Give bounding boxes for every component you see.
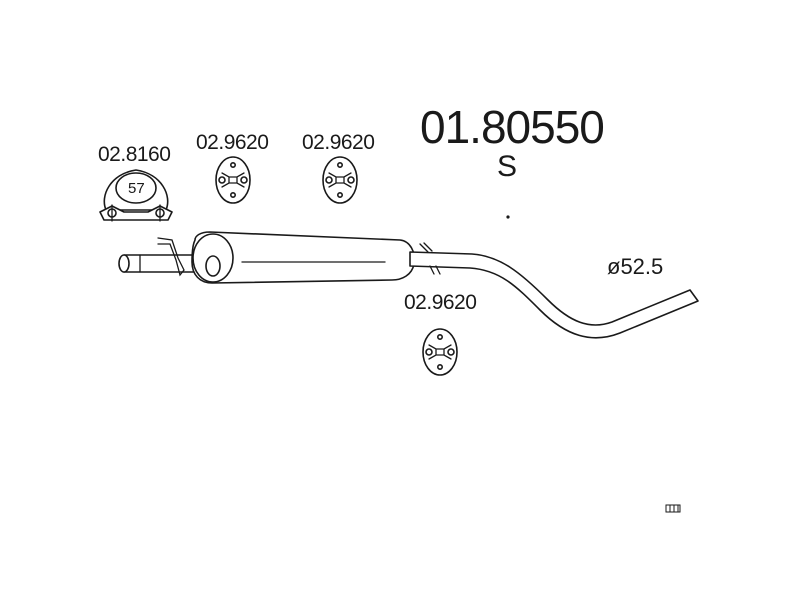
exhaust-pipe-icon bbox=[118, 231, 699, 339]
part-suffix: S bbox=[497, 150, 518, 183]
hanger-code-2: 02.9620 bbox=[302, 131, 375, 154]
hanger-code-3: 02.9620 bbox=[404, 291, 477, 314]
dot-mark bbox=[506, 215, 510, 219]
clamp-size: 57 bbox=[128, 180, 145, 197]
pipe-diameter: ø52.5 bbox=[607, 254, 664, 279]
box-symbol-icon bbox=[665, 504, 681, 513]
rubber-hanger-icon-2 bbox=[322, 156, 358, 204]
exhaust-clamp-icon bbox=[99, 169, 173, 222]
rubber-hanger-icon-3 bbox=[422, 328, 458, 376]
hanger-code-1: 02.9620 bbox=[196, 131, 269, 154]
part-number: 01.80550 bbox=[420, 101, 605, 153]
rubber-hanger-icon-1 bbox=[215, 156, 251, 204]
clamp-code: 02.8160 bbox=[98, 143, 171, 166]
